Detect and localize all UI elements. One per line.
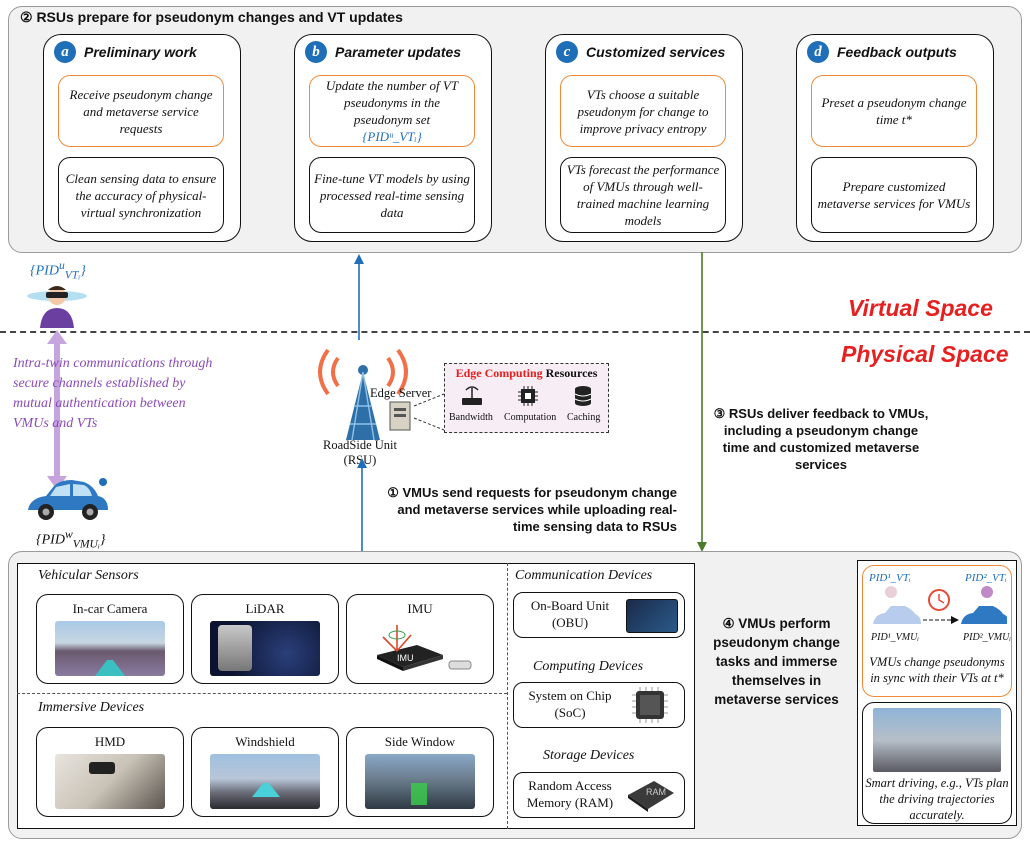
device-label: IMU [407,601,433,616]
card-title: Parameter updates [335,44,462,60]
side-window-image [365,754,475,809]
device-obu: On-Board Unit(OBU) [513,592,685,638]
virtual-space-label: Virtual Space [848,295,993,321]
pid-vt1: PID¹_VTᵢ [869,572,911,584]
lidar-image [210,621,320,676]
intra-twin-text: Intra-twin communications through secure… [13,356,213,431]
black-step: VTs forecast the performance of VMUs thr… [560,157,726,233]
windshield-image [210,754,320,809]
card-title: Customized services [586,44,726,60]
column-divider [507,563,508,829]
edge-resources-title: Edge Computing Resources [455,366,598,380]
rsu-label: RoadSide Unit(RSU) [323,438,397,467]
card-title: Feedback outputs [837,44,957,60]
black-step: Clean sensing data to ensure the accurac… [58,157,224,233]
vt-pseudonym-label: {PIDuVTᵢ} [30,259,86,282]
intra-twin-arrow [47,330,67,490]
immersive-devices-title: Immersive Devices [38,700,145,715]
smart-driving-image [873,708,1001,772]
caching-label: Caching [567,412,601,423]
panel-title: ② RSUs prepare for pseudonym changes and… [20,9,403,25]
device-label: Side Window [384,734,456,749]
orange-step: Preset a pseudonym change time t* [811,75,977,147]
device-label: System on Chip(SoC) [528,688,612,720]
physical-space-label: Physical Space [841,341,1009,367]
obu-screen-icon [626,599,678,633]
device-lidar: LiDAR [191,594,339,684]
vt-avatar-icon [27,286,87,328]
black-step: Fine-tune VT models by using processed r… [309,157,475,233]
edge-server-icon [389,401,411,431]
badge-d: d [807,41,829,63]
vehicular-sensors-title: Vehicular Sensors [38,568,139,583]
pid-vmu2: PID²_VMUᵢ [963,632,1011,643]
bandwidth-icon [462,386,482,405]
smart-driving-card: Smart driving, e.g., VTs plan the drivin… [862,702,1012,824]
device-label: HMD [94,734,126,749]
card-preliminary-work: a Preliminary work Receive pseudonym cha… [43,34,241,242]
soc-chip-icon [632,687,668,723]
pseudonym-sync-card: PID¹_VTᵢ PID²_VTᵢ PID¹_VMUᵢ PID²_VMUᵢ VM… [862,565,1012,697]
step-3-text: ③ RSUs deliver feedback to VMUs, includi… [713,406,929,472]
pid-vt2: PID²_VTᵢ [965,572,1007,584]
ram-chip-label: RAM [646,787,666,797]
orange-step-text: Update the number of VT pseudonyms in th… [325,78,459,127]
hmd-image [55,754,165,809]
orange-step: Update the number of VT pseudonyms in th… [309,75,475,147]
pseudonym-set-math: {PIDᵘ_VTᵢ} [362,129,422,144]
device-label: Windshield [235,734,295,749]
computation-icon [518,386,538,406]
vmu-pseudonym-label: {PIDwVMUᵢ} [36,528,106,551]
imu-chip-label: IMU [397,653,414,663]
card-customized-services: c Customized services VTs choose a suita… [545,34,743,242]
card-feedback-outputs: d Feedback outputs Preset a pseudonym ch… [796,34,994,242]
sync-text: VMUs change pseudonyms in sync with thei… [869,655,1005,685]
imu-chip-icon [377,625,472,671]
device-label: LiDAR [245,601,285,616]
communication-devices-title: Communication Devices [515,568,653,583]
card-parameter-updates: b Parameter updates Update the number of… [294,34,492,242]
badge-a: a [54,41,76,63]
caching-icon [574,386,592,406]
rsu-tower-icon [318,348,408,441]
edge-server-label: Edge Server [370,386,432,400]
connector-lines [413,393,445,431]
section-divider [17,693,507,694]
step-4-text: ④ VMUs perform pseudonym change tasks an… [713,616,840,707]
pseudonym-change-illustration [873,586,1007,624]
badge-c: c [556,41,578,63]
pid-vmu1: PID¹_VMUᵢ [871,632,919,643]
device-label: In-car Camera [72,601,148,616]
device-soc: System on Chip(SoC) [513,682,685,728]
bandwidth-label: Bandwidth [449,412,493,423]
smart-driving-text: Smart driving, e.g., VTs plan the drivin… [865,776,1009,822]
device-windshield: Windshield [191,727,339,817]
space-divider [0,331,1030,333]
card-title: Preliminary work [84,44,197,60]
storage-devices-title: Storage Devices [543,748,635,763]
orange-step: VTs choose a suitable pseudonym for chan… [560,75,726,147]
device-imu: IMU IMU [346,594,494,684]
badge-b: b [305,41,327,63]
black-step: Prepare customized metaverse services fo… [811,157,977,233]
computing-devices-title: Computing Devices [533,659,644,674]
device-side-window: Side Window [346,727,494,817]
device-in-car-camera: In-car Camera [36,594,184,684]
device-label: On-Board Unit(OBU) [530,598,610,630]
step-1-text: ① VMUs send requests for pseudonym chang… [387,485,677,534]
computation-label: Computation [504,412,557,423]
orange-step: Receive pseudonym change and metaverse s… [58,75,224,147]
device-hmd: HMD [36,727,184,817]
edge-resources-box: Edge Computing Resources Bandwidth Compu… [444,363,609,433]
vmu-car-icon [28,478,108,520]
ram-chip-icon [628,781,674,812]
camera-view-image [55,621,165,676]
